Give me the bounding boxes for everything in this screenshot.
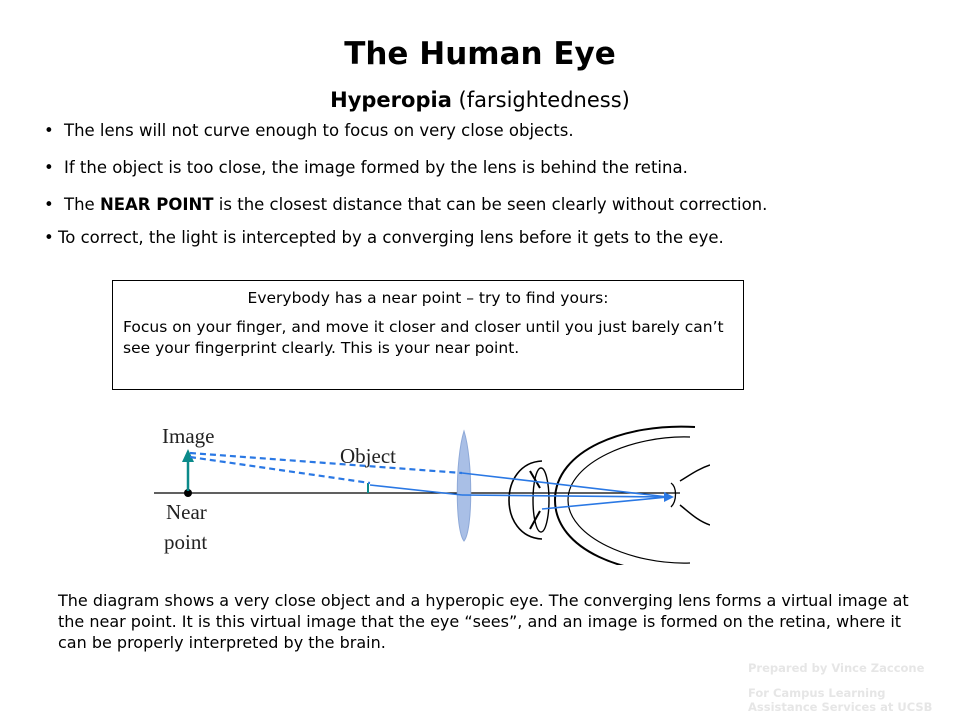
image-label: Image — [162, 424, 214, 448]
cornea — [508, 460, 543, 540]
diagram-caption: The diagram shows a very close object an… — [58, 591, 909, 652]
point-label: point — [164, 530, 207, 554]
callout-body: Focus on your finger, and move it closer… — [123, 318, 724, 357]
bullet-dot: • — [44, 121, 54, 140]
bullet-text-tail: is the closest distance that can be seen… — [213, 195, 768, 214]
retina-line — [567, 436, 691, 564]
ray-to-retina-top — [461, 472, 669, 498]
near-point-dot — [184, 489, 192, 497]
optic-nerve-bottom — [679, 504, 710, 526]
bullet-text: To correct, the light is intercepted by … — [58, 228, 724, 247]
optic-disc — [670, 482, 677, 508]
page-subtitle: Hyperopia (farsightedness) — [0, 88, 960, 112]
bullet-dot: • — [44, 158, 54, 177]
ray-arrowhead — [664, 492, 674, 502]
bullet-item: • The lens will not curve enough to focus… — [44, 121, 574, 140]
subtitle-term: Hyperopia — [330, 88, 452, 112]
bullet-item: •To correct, the light is intercepted by… — [44, 228, 724, 247]
bullet-item: • The NEAR POINT is the closest distance … — [44, 195, 767, 214]
bullet-dot: • — [44, 195, 54, 214]
bullet-text: The — [64, 195, 100, 214]
near-point-callout: Everybody has a near point – try to find… — [112, 280, 744, 390]
object-label: Object — [340, 444, 396, 468]
eyeball-outline — [553, 425, 696, 565]
credit-line: For Campus Learning — [748, 686, 886, 700]
image-arrowhead — [182, 449, 194, 462]
bullet-dot: • — [44, 228, 54, 247]
near-label: Near — [166, 500, 207, 524]
hyperopia-diagram: Image Object Near point — [154, 424, 710, 565]
virtual-ray-top — [189, 451, 463, 475]
object-ray — [369, 484, 463, 496]
optic-nerve-top — [679, 464, 710, 482]
page-title: The Human Eye — [344, 36, 616, 72]
ray-to-retina-mid — [461, 494, 669, 498]
bullet-item: • If the object is too close, the image f… — [44, 158, 688, 177]
converging-lens — [456, 429, 472, 542]
credit-line: Prepared by Vince Zaccone — [748, 661, 925, 675]
credit-line: Assistance Services at UCSB — [748, 700, 933, 714]
ray-to-retina-bottom — [541, 496, 669, 510]
virtual-ray-bottom — [189, 455, 371, 485]
subtitle-note: (farsightedness) — [451, 88, 630, 112]
bullet-text: If the object is too close, the image fo… — [64, 158, 688, 177]
bullet-emphasis: NEAR POINT — [99, 195, 214, 214]
bullet-text: The lens will not curve enough to focus … — [64, 121, 574, 140]
callout-title: Everybody has a near point – try to find… — [247, 289, 609, 307]
eye-lens — [532, 467, 550, 533]
